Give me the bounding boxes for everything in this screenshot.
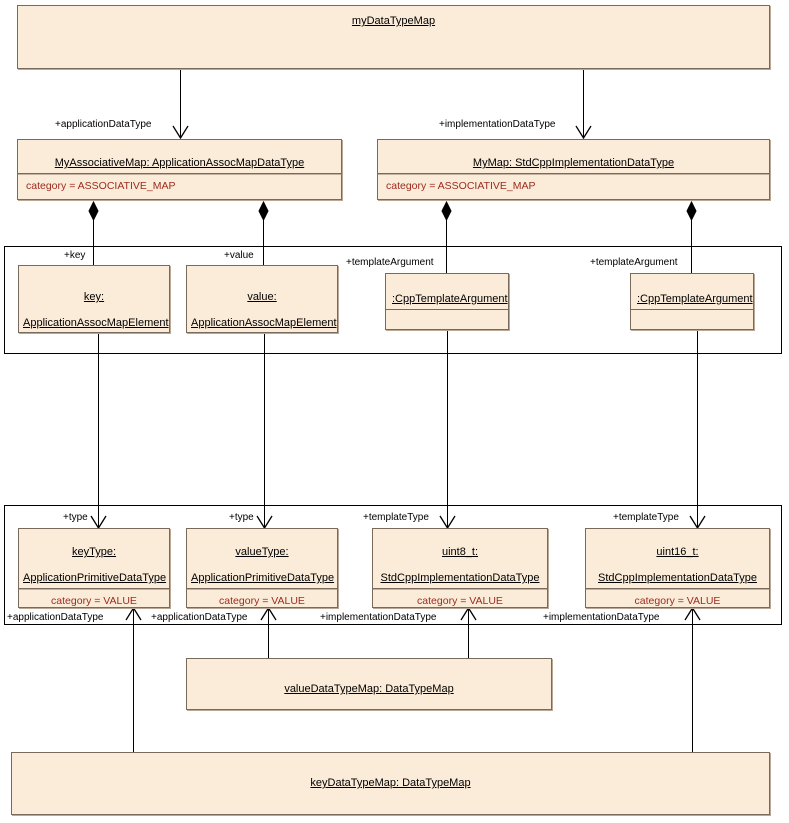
edge-label-application-data-type-1: +applicationDataType (7, 612, 104, 623)
object-title-line1: value: (247, 291, 277, 303)
object-value-element[interactable]: value: ApplicationAssocMapElement (186, 265, 338, 333)
object-attribute: category = VALUE (417, 595, 503, 607)
object-my-map[interactable]: MyMap: StdCppImplementationDataType cate… (377, 139, 770, 200)
object-key-element[interactable]: key: ApplicationAssocMapElement (18, 265, 170, 333)
object-value-type[interactable]: valueType: ApplicationPrimitiveDataType … (186, 528, 338, 608)
object-title-text: :CppTemplateArgument (637, 293, 753, 305)
object-title-text: myDataTypeMap (351, 15, 436, 27)
object-template-argument-1[interactable]: :CppTemplateArgument (385, 273, 509, 330)
object-title-line1: keyType: (71, 546, 117, 558)
edge-label-implementation-data-type-1: +implementationDataType (320, 612, 437, 623)
assoc-map-elements-frame (4, 246, 782, 354)
object-attribute: category = VALUE (634, 595, 721, 607)
object-uint16-t[interactable]: uint16_t: StdCppImplementationDataType c… (585, 528, 770, 608)
object-title-text: valueDataTypeMap: DataTypeMap (284, 683, 454, 695)
object-my-data-type-map[interactable]: myDataTypeMap (17, 5, 770, 69)
object-attribute: category = VALUE (219, 595, 305, 607)
edge-label-type-1: +type (63, 512, 88, 523)
object-title: MyAssociativeMap: ApplicationAssocMapDat… (18, 140, 341, 174)
object-title-line2: StdCppImplementationDataType (598, 572, 757, 584)
edge-label-type-2: +type (229, 512, 254, 523)
object-title-line2: ApplicationAssocMapElement (191, 317, 337, 329)
edge-label-application-data-type-top: +applicationDataType (55, 119, 152, 130)
edge-label-key: +key (64, 250, 86, 261)
object-title: key: ApplicationAssocMapElement (19, 266, 169, 333)
object-title-line1: uint16_t: (656, 546, 699, 558)
object-key-data-type-map[interactable]: keyDataTypeMap: DataTypeMap (11, 752, 770, 815)
edge-label-implementation-data-type-top: +implementationDataType (439, 119, 556, 130)
object-title: valueType: ApplicationPrimitiveDataType (187, 529, 337, 589)
object-title: uint16_t: StdCppImplementationDataType (586, 529, 769, 589)
object-title-line1: valueType: (235, 546, 289, 558)
primitive-types-frame (4, 505, 782, 625)
object-attribute: category = ASSOCIATIVE_MAP (386, 180, 536, 192)
object-title-text: MyAssociativeMap: ApplicationAssocMapDat… (54, 157, 305, 169)
edge-label-application-data-type-2: +applicationDataType (151, 612, 248, 623)
object-title-text: :CppTemplateArgument (392, 293, 508, 305)
object-title-text: MyMap: StdCppImplementationDataType (472, 157, 675, 169)
object-title: valueDataTypeMap: DataTypeMap (187, 659, 551, 699)
object-title: keyType: ApplicationPrimitiveDataType (19, 529, 169, 589)
object-title: uint8_t: StdCppImplementationDataType (373, 529, 547, 589)
object-my-associative-map[interactable]: MyAssociativeMap: ApplicationAssocMapDat… (17, 139, 342, 200)
edge-label-template-argument-2: +templateArgument (590, 257, 678, 268)
object-title: myDataTypeMap (18, 6, 769, 31)
edge-label-implementation-data-type-2: +implementationDataType (543, 612, 660, 623)
object-title: MyMap: StdCppImplementationDataType (378, 140, 769, 174)
object-title: keyDataTypeMap: DataTypeMap (12, 753, 769, 793)
object-uint8-t[interactable]: uint8_t: StdCppImplementationDataType ca… (372, 528, 548, 608)
object-value-data-type-map[interactable]: valueDataTypeMap: DataTypeMap (186, 658, 552, 710)
object-title-line2: ApplicationPrimitiveDataType (191, 572, 335, 584)
object-key-type[interactable]: keyType: ApplicationPrimitiveDataType ca… (18, 528, 170, 608)
object-title-line1: key: (83, 291, 105, 303)
object-title-line2: StdCppImplementationDataType (380, 572, 540, 584)
edge-label-template-type-2: +templateType (613, 512, 679, 523)
edge-label-template-argument-1: +templateArgument (346, 257, 434, 268)
object-template-argument-2[interactable]: :CppTemplateArgument (630, 273, 754, 330)
object-title-text: keyDataTypeMap: DataTypeMap (310, 777, 471, 789)
object-title: :CppTemplateArgument (386, 274, 508, 310)
object-attribute: category = VALUE (51, 595, 137, 607)
edge-label-value: +value (224, 250, 254, 261)
object-title-line2: ApplicationPrimitiveDataType (23, 572, 167, 584)
object-title-line2: ApplicationAssocMapElement (23, 317, 169, 329)
edge-label-template-type-1: +templateType (363, 512, 429, 523)
object-title-line1: uint8_t: (441, 546, 479, 558)
object-attribute: category = ASSOCIATIVE_MAP (26, 180, 176, 192)
object-title: value: ApplicationAssocMapElement (187, 266, 337, 333)
object-title: :CppTemplateArgument (631, 274, 753, 310)
